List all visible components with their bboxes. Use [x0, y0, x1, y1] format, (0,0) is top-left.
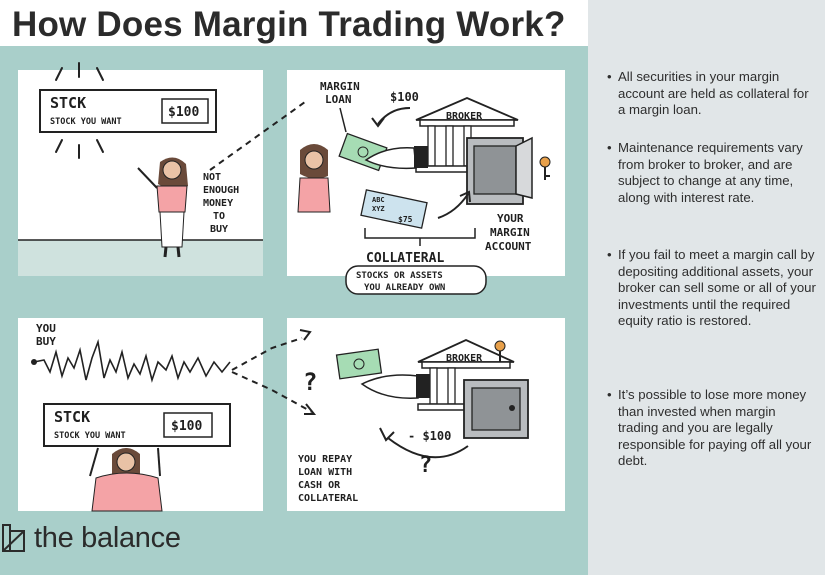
- svg-text:MONEY: MONEY: [203, 198, 233, 209]
- your-margin-account-label: YOUR MARGIN ACCOUNT: [485, 212, 532, 253]
- return-arrow: [387, 437, 469, 459]
- sleeve: [414, 146, 428, 168]
- margin-loan-label: MARGIN LOAN: [320, 80, 360, 106]
- svg-text:ACCOUNT: ACCOUNT: [485, 240, 532, 253]
- bullet-4: • It’s possible to lose more money than …: [607, 387, 812, 468]
- minus-amount: - $100: [408, 429, 451, 443]
- svg-text:YOU: YOU: [36, 322, 56, 335]
- svg-text:MARGIN: MARGIN: [320, 80, 360, 93]
- stock-sub-2: STOCK YOU WANT: [54, 431, 126, 441]
- svg-text:TO: TO: [213, 211, 225, 222]
- woman-holding-sign: [89, 447, 163, 512]
- money-bill-icon-2: [335, 348, 383, 380]
- svg-text:BUY: BUY: [36, 335, 56, 348]
- collateral-sub-box: [345, 265, 487, 295]
- price-line: [33, 338, 231, 383]
- bullet-2: • Maintenance requirements vary from bro…: [607, 140, 803, 205]
- svg-text:YOUR: YOUR: [497, 212, 524, 225]
- hand-icon-2: [360, 374, 419, 399]
- svg-text:NOT: NOT: [203, 172, 221, 183]
- question-mark-2: ?: [419, 453, 432, 478]
- safe-icon: [466, 136, 533, 205]
- woman-figure: [137, 157, 188, 258]
- collateral-bracket: [364, 228, 476, 246]
- broker-label-2: BROKER: [446, 353, 483, 364]
- broker-label: BROKER: [446, 111, 483, 122]
- balance-logo-icon: [2, 524, 25, 552]
- title-bar: [0, 0, 588, 46]
- svg-text:CASH OR: CASH OR: [298, 480, 341, 491]
- brand: the balance: [30, 516, 181, 560]
- collateral-label: COLLATERAL: [366, 251, 444, 266]
- stock-sub: STOCK YOU WANT: [50, 117, 122, 127]
- price-2: $100: [171, 419, 202, 434]
- stock-certificate-icon: [360, 189, 428, 229]
- svg-text:LOAN WITH: LOAN WITH: [298, 467, 352, 478]
- dashed-up-arrow: [231, 337, 303, 371]
- not-enough-money-note: NOT ENOUGH MONEY TO BUY: [203, 172, 239, 235]
- bullet-dot: •: [607, 247, 612, 262]
- stock-label: STCK: [50, 94, 86, 112]
- svg-text:YOU REPAY: YOU REPAY: [298, 454, 352, 465]
- bullet-dot: •: [607, 69, 612, 84]
- loan-amount: $100: [390, 90, 419, 104]
- page-title: How Does Margin Trading Work?: [12, 5, 566, 44]
- collateral-sub-2: YOU ALREADY OWN: [364, 283, 445, 293]
- dashed-connector: [209, 101, 306, 171]
- bullet-1: • All securities in your margin account …: [607, 69, 809, 117]
- price-tag: [161, 98, 209, 124]
- ticket-amount: $75: [398, 215, 413, 224]
- key-icon: [539, 156, 551, 180]
- you-repay-label: YOU REPAY LOAN WITH CASH OR COLLATERAL: [298, 454, 358, 504]
- key-icon-2: [494, 340, 506, 362]
- price: $100: [168, 105, 199, 120]
- pointer-line: [339, 107, 347, 133]
- svg-text:BUY: BUY: [210, 224, 228, 235]
- brand-name: the balance: [34, 521, 181, 554]
- bullet-3: • If you fail to meet a margin call by d…: [607, 247, 816, 328]
- safe-icon-2: [463, 379, 529, 439]
- stock-label-2: STCK: [54, 408, 90, 426]
- svg-text:MARGIN: MARGIN: [490, 226, 530, 239]
- floor: [18, 240, 263, 276]
- question-mark: ?: [303, 368, 317, 396]
- ticket-line-1: ABC: [372, 196, 385, 204]
- you-buy-label: YOU BUY: [36, 322, 56, 348]
- collateral-sub-1: STOCKS OR ASSETS: [356, 271, 443, 281]
- dashed-down-arrow: [231, 371, 313, 413]
- sidebar: [588, 0, 825, 575]
- bullet-dot: •: [607, 387, 612, 402]
- burst-lines: [55, 62, 104, 159]
- price-tag-2: [163, 412, 213, 438]
- ticket-line-2: XYZ: [372, 205, 385, 213]
- woman-figure-2: [297, 144, 331, 213]
- svg-text:LOAN: LOAN: [325, 93, 352, 106]
- svg-text:COLLATERAL: COLLATERAL: [298, 493, 358, 504]
- bullet-dot: •: [607, 140, 612, 155]
- curved-arrow-top: [377, 107, 411, 125]
- sleeve-2: [416, 374, 430, 398]
- svg-text:ENOUGH: ENOUGH: [203, 185, 239, 196]
- curved-arrow-bottom: [437, 193, 469, 219]
